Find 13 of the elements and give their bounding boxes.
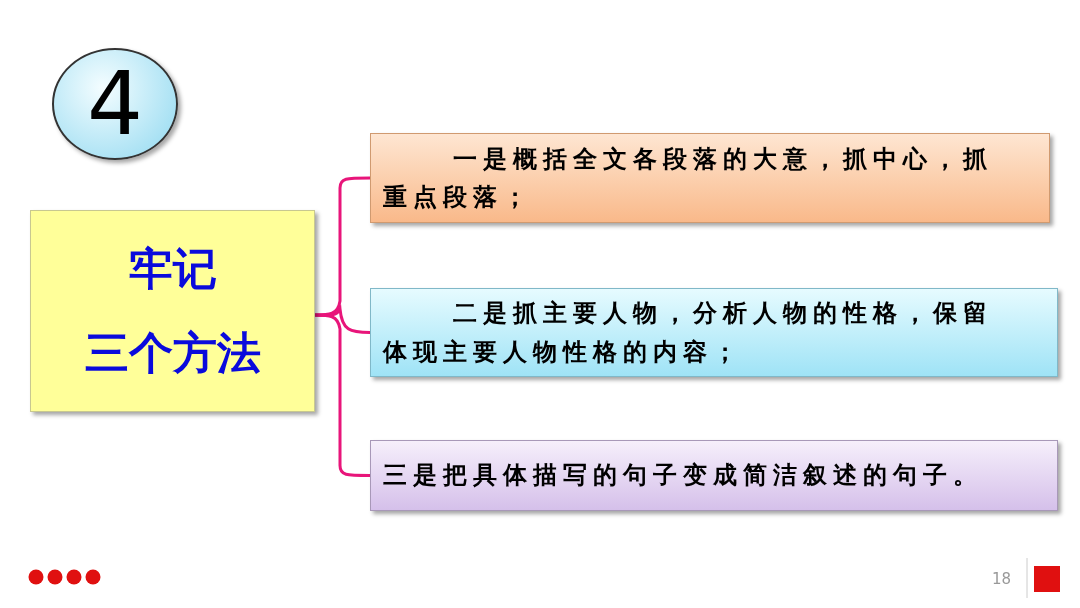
method-box [370,440,1058,511]
method-box [370,133,1050,223]
bracket-connector [315,313,370,477]
topic-box [30,210,315,412]
number-text: 4 [86,60,144,148]
method-text: 一是概括全文各段落的大意，抓中心，抓重点段落； [383,143,994,213]
method-text: 三是把具体描写的句子变成简洁叙述的句子。 [383,460,984,492]
method-box [370,288,1058,377]
topic-text: 牢记 [127,242,218,297]
bracket-connector [315,176,370,317]
topic-text: 三个方法 [83,326,262,380]
method-text: 二是抓主要人物，分析人物的性格，保留体现主要人物性格的内容； [383,298,994,368]
page-number: 18 [992,570,1012,588]
